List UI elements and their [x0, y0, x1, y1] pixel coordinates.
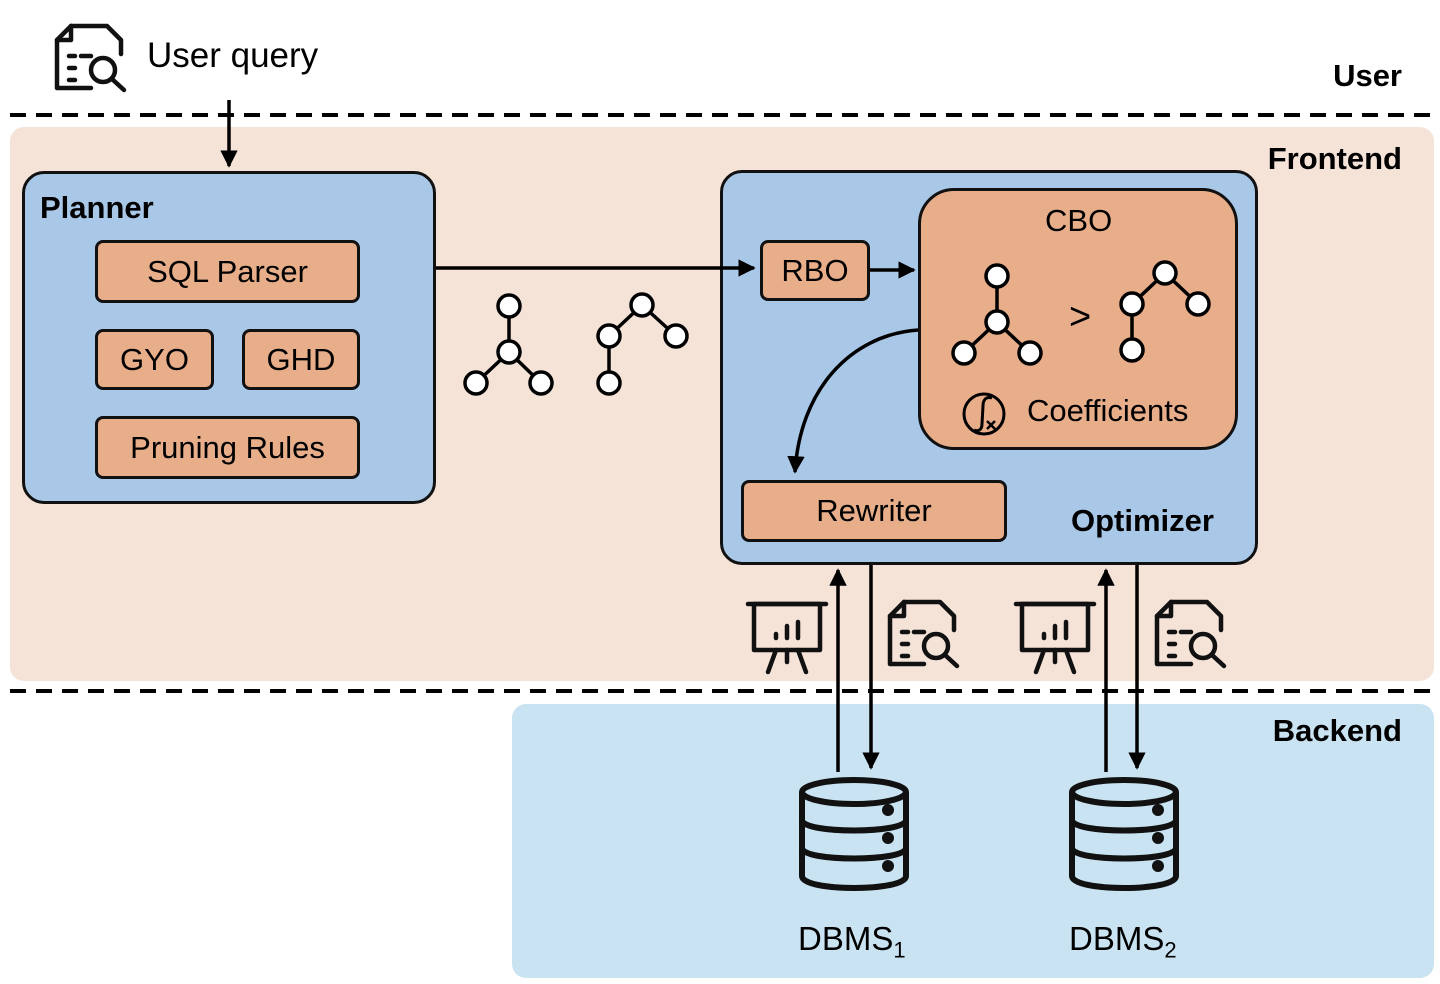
dbms2-subscript: 2: [1164, 937, 1177, 963]
database-icon: [1069, 777, 1179, 891]
ghd-module: GHD: [242, 329, 360, 390]
database-icon: [799, 777, 909, 891]
document-search-icon: [1154, 599, 1227, 669]
rewriter-module: Rewriter: [741, 480, 1007, 542]
user-query-label: User query: [147, 36, 319, 75]
cbo-container: [918, 188, 1238, 450]
arrow-cbo-to-rewriter: [787, 328, 919, 474]
gyo-module: GYO: [95, 329, 214, 390]
join-tree-icon: [596, 292, 689, 396]
planner-title: Planner: [40, 190, 154, 225]
join-tree-icon: [463, 293, 554, 396]
dbms1-subscript: 1: [893, 937, 906, 963]
frontend-layer-label: Frontend: [1267, 141, 1402, 176]
backend-layer-label: Backend: [1272, 713, 1402, 748]
pruning-rules-module: Pruning Rules: [95, 416, 360, 479]
rbo-module: RBO: [760, 240, 870, 301]
comparison-symbol: >: [1069, 296, 1092, 338]
join-tree-icon: [1119, 260, 1211, 363]
presentation-chart-icon: [1013, 601, 1097, 675]
user-layer-label: User: [1333, 58, 1402, 93]
document-search-icon: [887, 599, 960, 669]
coefficients-label: Coefficients: [1027, 393, 1189, 428]
dbms1-label: DBMS1: [798, 920, 906, 963]
function-icon: [962, 392, 1006, 436]
optimizer-title: Optimizer: [1071, 503, 1214, 538]
backend-region: [512, 704, 1434, 978]
cbo-title: CBO: [1045, 203, 1113, 238]
dbms2-label: DBMS2: [1069, 920, 1177, 963]
sql-parser-module: SQL Parser: [95, 240, 360, 303]
join-tree-icon: [951, 263, 1043, 366]
presentation-chart-icon: [745, 601, 829, 675]
